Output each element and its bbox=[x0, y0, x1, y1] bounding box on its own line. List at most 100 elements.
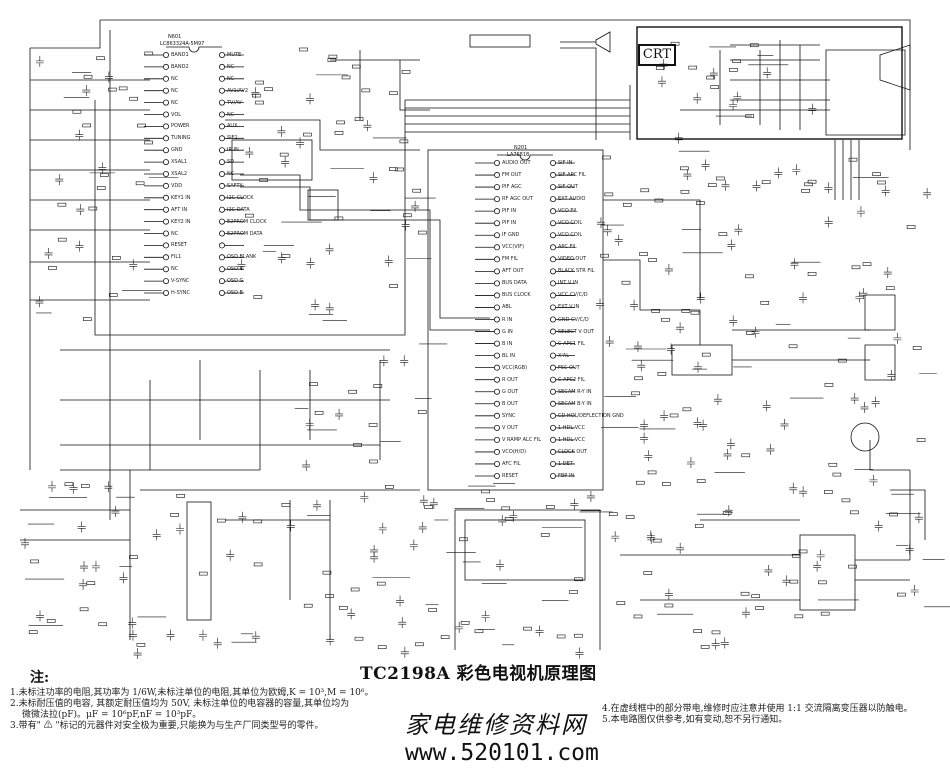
pin-label: B IN bbox=[502, 340, 513, 347]
capacitor-symbol bbox=[871, 396, 880, 408]
capacitor-symbol bbox=[396, 595, 405, 607]
ic-pin bbox=[550, 304, 557, 311]
capacitor-symbol bbox=[245, 147, 254, 159]
resistor-symbol bbox=[245, 213, 254, 218]
resistor-symbol bbox=[804, 182, 813, 187]
resistor-symbol bbox=[255, 80, 264, 85]
ic-pin bbox=[493, 340, 500, 347]
resistor-symbol bbox=[636, 480, 645, 485]
resistor-symbol bbox=[255, 100, 264, 105]
resistor-symbol bbox=[348, 389, 357, 394]
resistor-symbol bbox=[474, 629, 484, 634]
ic-pin bbox=[218, 242, 225, 249]
ic-pin bbox=[162, 63, 169, 70]
capacitor-symbol bbox=[296, 137, 305, 149]
pin-label: E2PROM CLOCK bbox=[227, 218, 267, 225]
resistor-symbol bbox=[144, 51, 154, 56]
ic-pin bbox=[162, 206, 169, 213]
capacitor-symbol bbox=[286, 520, 295, 532]
resistor-symbol bbox=[281, 503, 291, 507]
resistor-symbol bbox=[690, 310, 700, 315]
pin-label: SECAM B-Y IN bbox=[558, 400, 592, 407]
capacitor-symbol bbox=[35, 296, 44, 308]
resistor-symbol bbox=[399, 139, 409, 144]
ic-pin bbox=[493, 352, 500, 359]
n601-part: LC863324A-5M97 bbox=[160, 41, 205, 47]
resistor-symbol bbox=[546, 505, 555, 509]
capacitor-symbol bbox=[325, 302, 334, 314]
capacitor-symbol bbox=[79, 561, 88, 573]
pin-label: CD HOL/DEFLECTION GND bbox=[558, 412, 624, 419]
resistor-symbol bbox=[137, 123, 146, 128]
capacitor-symbol bbox=[683, 169, 692, 181]
notes-left-column: 1.未标注功率的电阻,其功率为 1/6W,未标注单位的电阻,其单位为欧姆,K =… bbox=[10, 688, 398, 732]
resistor-symbol bbox=[83, 74, 93, 79]
ic-pin bbox=[218, 99, 225, 106]
resistor-symbol bbox=[745, 274, 754, 279]
pin-label: VCC CV/C/D bbox=[558, 292, 588, 299]
pin-label: R IN bbox=[502, 316, 513, 323]
capacitor-symbol bbox=[881, 185, 890, 197]
capacitor-symbol bbox=[335, 408, 344, 420]
capacitor-symbol bbox=[869, 474, 878, 486]
pin-label: FSC OUT bbox=[558, 364, 580, 371]
resistor-symbol bbox=[88, 206, 98, 211]
capacitor-symbol bbox=[729, 99, 738, 111]
resistor-symbol bbox=[354, 117, 364, 122]
resistor-symbol bbox=[608, 512, 618, 516]
capacitor-symbol bbox=[709, 68, 718, 80]
capacitor-symbol bbox=[808, 103, 817, 115]
resistor-symbol bbox=[906, 225, 916, 229]
ic-pin bbox=[550, 388, 557, 395]
pin-label: SIF IN bbox=[558, 160, 573, 166]
capacitor-symbol bbox=[752, 180, 761, 192]
capacitor-symbol bbox=[694, 361, 703, 373]
resistor-symbol bbox=[651, 309, 660, 313]
resistor-symbol bbox=[657, 372, 667, 376]
capacitor-symbol bbox=[893, 332, 902, 344]
capacitor-symbol bbox=[429, 497, 438, 509]
ic-pin bbox=[550, 220, 557, 227]
pin-label: NC bbox=[171, 75, 179, 82]
capacitor-symbol bbox=[495, 559, 504, 571]
pin-label: PIF IN bbox=[502, 208, 517, 215]
resistor-symbol bbox=[838, 358, 847, 363]
capacitor-symbol bbox=[481, 610, 490, 622]
ic-pin bbox=[493, 376, 500, 383]
n201-ref: N201 bbox=[514, 145, 528, 151]
resistor-symbol bbox=[801, 189, 810, 193]
ic-pin bbox=[493, 304, 500, 311]
ic-pin bbox=[162, 278, 169, 285]
capacitor-symbol bbox=[455, 621, 464, 633]
capacitor-symbol bbox=[614, 234, 623, 246]
pin-label: TUNING bbox=[171, 135, 191, 142]
capacitor-symbol bbox=[657, 76, 666, 88]
resistor-symbol bbox=[389, 284, 398, 288]
pin-label: SIF APC FIL bbox=[558, 172, 586, 179]
resistor-symbol bbox=[631, 391, 640, 396]
ic-pin bbox=[493, 184, 500, 191]
capacitor-symbol bbox=[509, 510, 518, 522]
capacitor-symbol bbox=[596, 217, 605, 229]
resistor-symbol bbox=[828, 462, 838, 467]
note-1: 1.未标注功率的电阻,其功率为 1/6W,未标注单位的电阻,其单位为欧姆,K =… bbox=[10, 688, 374, 698]
resistor-symbol bbox=[144, 140, 153, 145]
capacitor-symbol bbox=[129, 259, 138, 271]
pin-label: I2C CLOCK bbox=[227, 194, 254, 201]
resistor-symbol bbox=[556, 634, 566, 639]
resistor-symbol bbox=[716, 176, 725, 181]
resistor-symbol bbox=[647, 470, 657, 475]
capacitor-symbol bbox=[238, 511, 247, 523]
ic-pin bbox=[218, 278, 225, 285]
resistor-symbol bbox=[648, 258, 657, 262]
capacitor-symbol bbox=[799, 486, 808, 498]
capacitor-symbol bbox=[686, 456, 695, 468]
capacitor-symbol bbox=[91, 560, 100, 572]
capacitor-symbol bbox=[400, 355, 409, 367]
resistor-symbol bbox=[694, 524, 704, 528]
pin-label: EXT V IN bbox=[558, 304, 580, 311]
resistor-symbol bbox=[622, 202, 632, 207]
capacitor-symbol bbox=[676, 542, 685, 554]
pin-label: VCC(VIF) bbox=[502, 244, 525, 251]
capacitor-symbol bbox=[305, 418, 314, 430]
